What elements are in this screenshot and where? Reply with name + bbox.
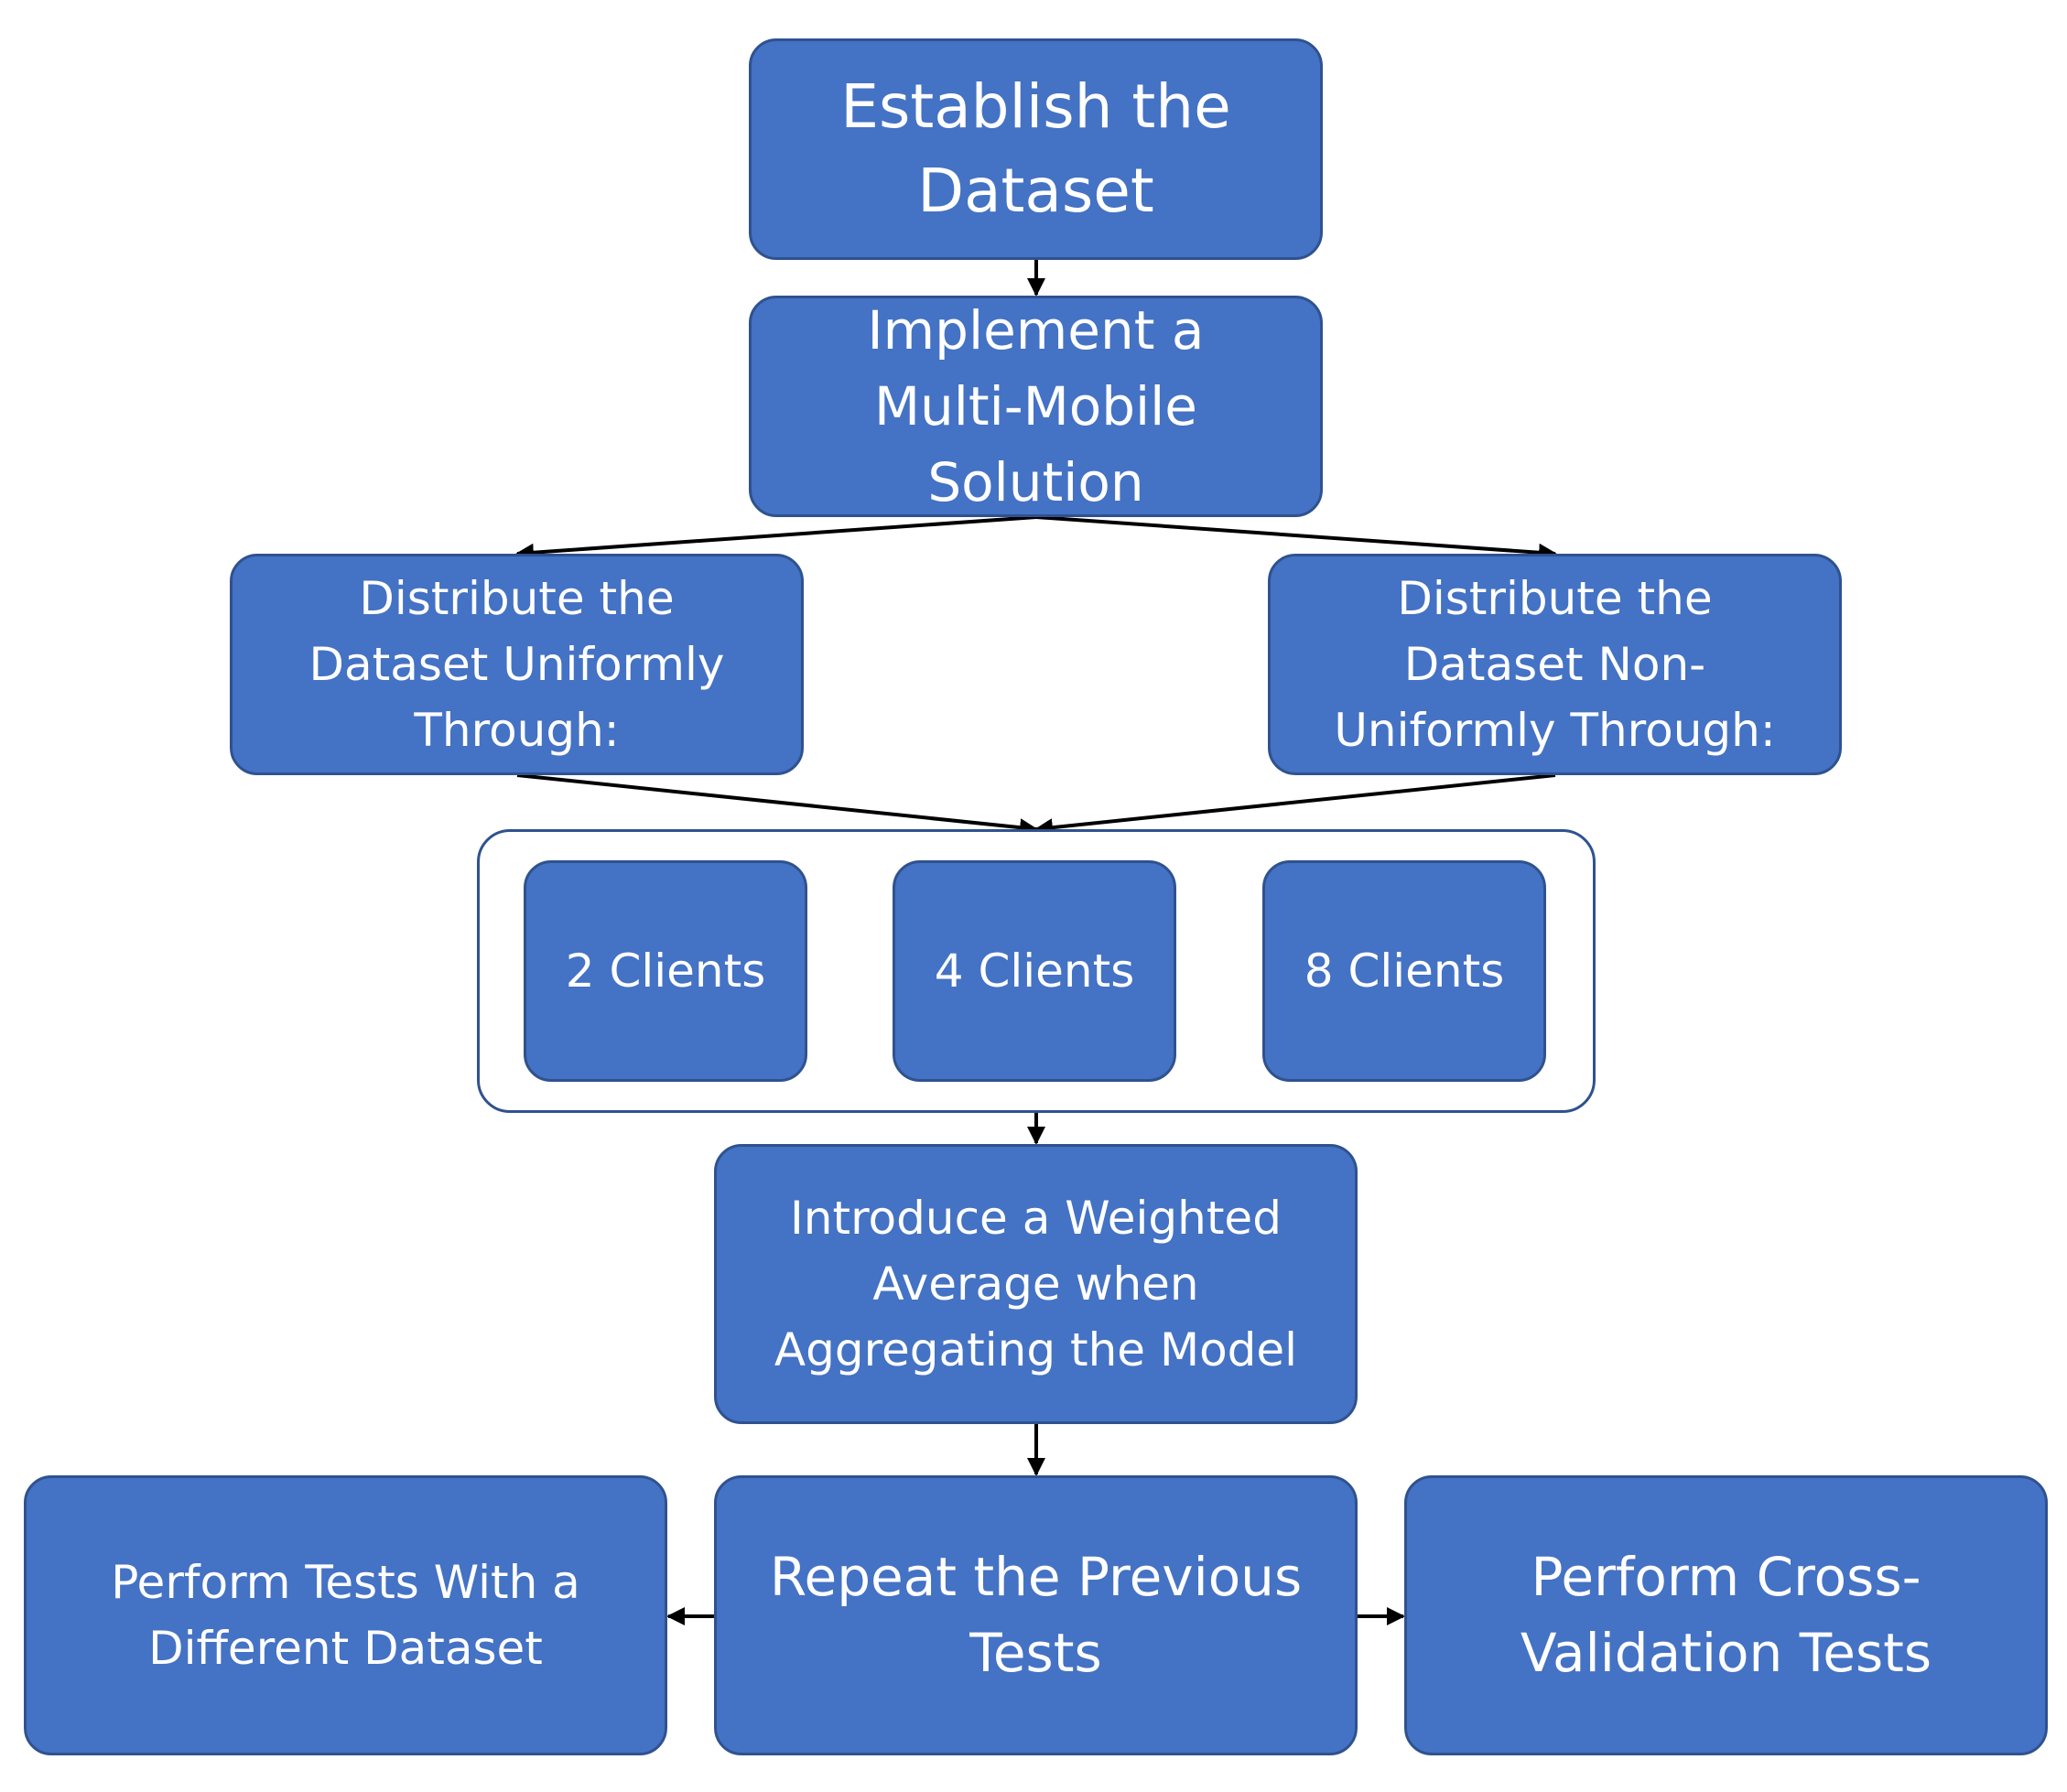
establish-dataset-node: Establish the Dataset: [749, 38, 1323, 260]
distribute-non-uniform-node: Distribute the Dataset Non- Uniformly Th…: [1268, 554, 1842, 775]
different-dataset-node: Perform Tests With a Different Dataset: [24, 1475, 667, 1755]
weighted-average-node: Introduce a Weighted Average when Aggreg…: [714, 1144, 1358, 1424]
clients-2-node: 2 Clients: [524, 860, 807, 1082]
clients-4-node: 4 Clients: [893, 860, 1176, 1082]
repeat-tests-node: Repeat the Previous Tests: [714, 1475, 1358, 1755]
edge-uniform-to-clients-group: [516, 773, 1038, 837]
edge-implement-to-non-uniform: [1035, 515, 1557, 562]
cross-validation-node: Perform Cross- Validation Tests: [1404, 1475, 2048, 1755]
distribute-uniform-node: Distribute the Dataset Uniformly Through…: [230, 554, 804, 775]
implement-multi-mobile-node: Implement a Multi-Mobile Solution: [749, 296, 1323, 517]
edge-non-uniform-to-clients-group: [1034, 773, 1556, 837]
edge-implement-to-uniform: [515, 515, 1037, 562]
clients-8-node: 8 Clients: [1262, 860, 1546, 1082]
